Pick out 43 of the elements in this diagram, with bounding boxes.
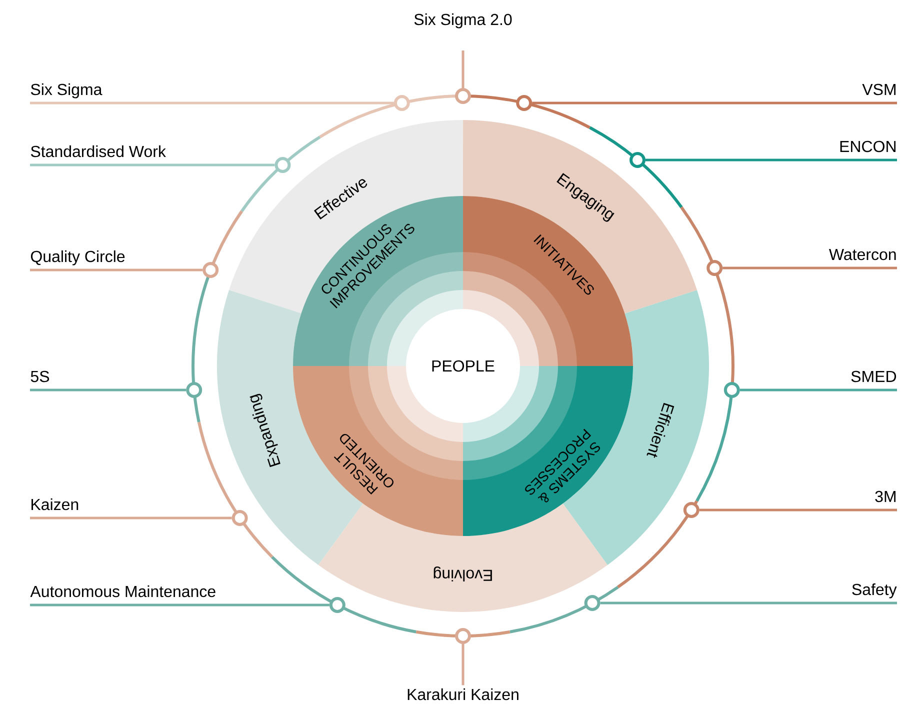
label: ENCON (840, 140, 896, 152)
ring-marker (724, 382, 740, 398)
leader-line (462, 50, 464, 88)
ring-band: Evolving (318, 503, 608, 612)
leader-line (30, 268, 203, 272)
leader-line (462, 644, 464, 686)
label: Six Sigma (30, 83, 102, 98)
label: Quality Circle (30, 250, 125, 266)
label: Watercon (829, 248, 896, 260)
label: Kaizen (32, 498, 78, 510)
ring-marker (683, 502, 700, 518)
ring-marker (706, 260, 723, 276)
leader-line (30, 604, 330, 606)
leader-line (30, 164, 275, 166)
label: 3M (875, 490, 896, 502)
label: Standardised Work (30, 145, 166, 158)
ring-marker (630, 152, 646, 168)
ring-marker (394, 94, 410, 111)
leader-line (30, 388, 186, 392)
leader-line (532, 102, 897, 104)
label: Karakuri Kaizen (408, 688, 518, 700)
ring-marker (455, 628, 471, 644)
label: SMED (851, 370, 896, 382)
ring-marker (455, 88, 471, 104)
ring-marker (516, 94, 532, 111)
leader-line (30, 516, 232, 520)
leader-line (740, 388, 897, 392)
ring-marker (274, 156, 291, 173)
ring-marker (329, 596, 346, 613)
ring-marker (186, 382, 202, 398)
leader-line (30, 102, 394, 104)
leader-line (646, 158, 897, 162)
label: Safety (852, 583, 897, 598)
leader-line (722, 266, 897, 270)
ring-marker (584, 594, 600, 611)
label: Autonomous Maintenance (30, 585, 216, 598)
label: VSM (862, 84, 896, 96)
leader-line (600, 602, 897, 604)
label: Six Sigma 2.0 (414, 13, 512, 28)
leader-line (699, 508, 897, 512)
ring-marker (202, 262, 219, 278)
label: 5S (30, 370, 50, 382)
ring-marker (232, 510, 248, 526)
